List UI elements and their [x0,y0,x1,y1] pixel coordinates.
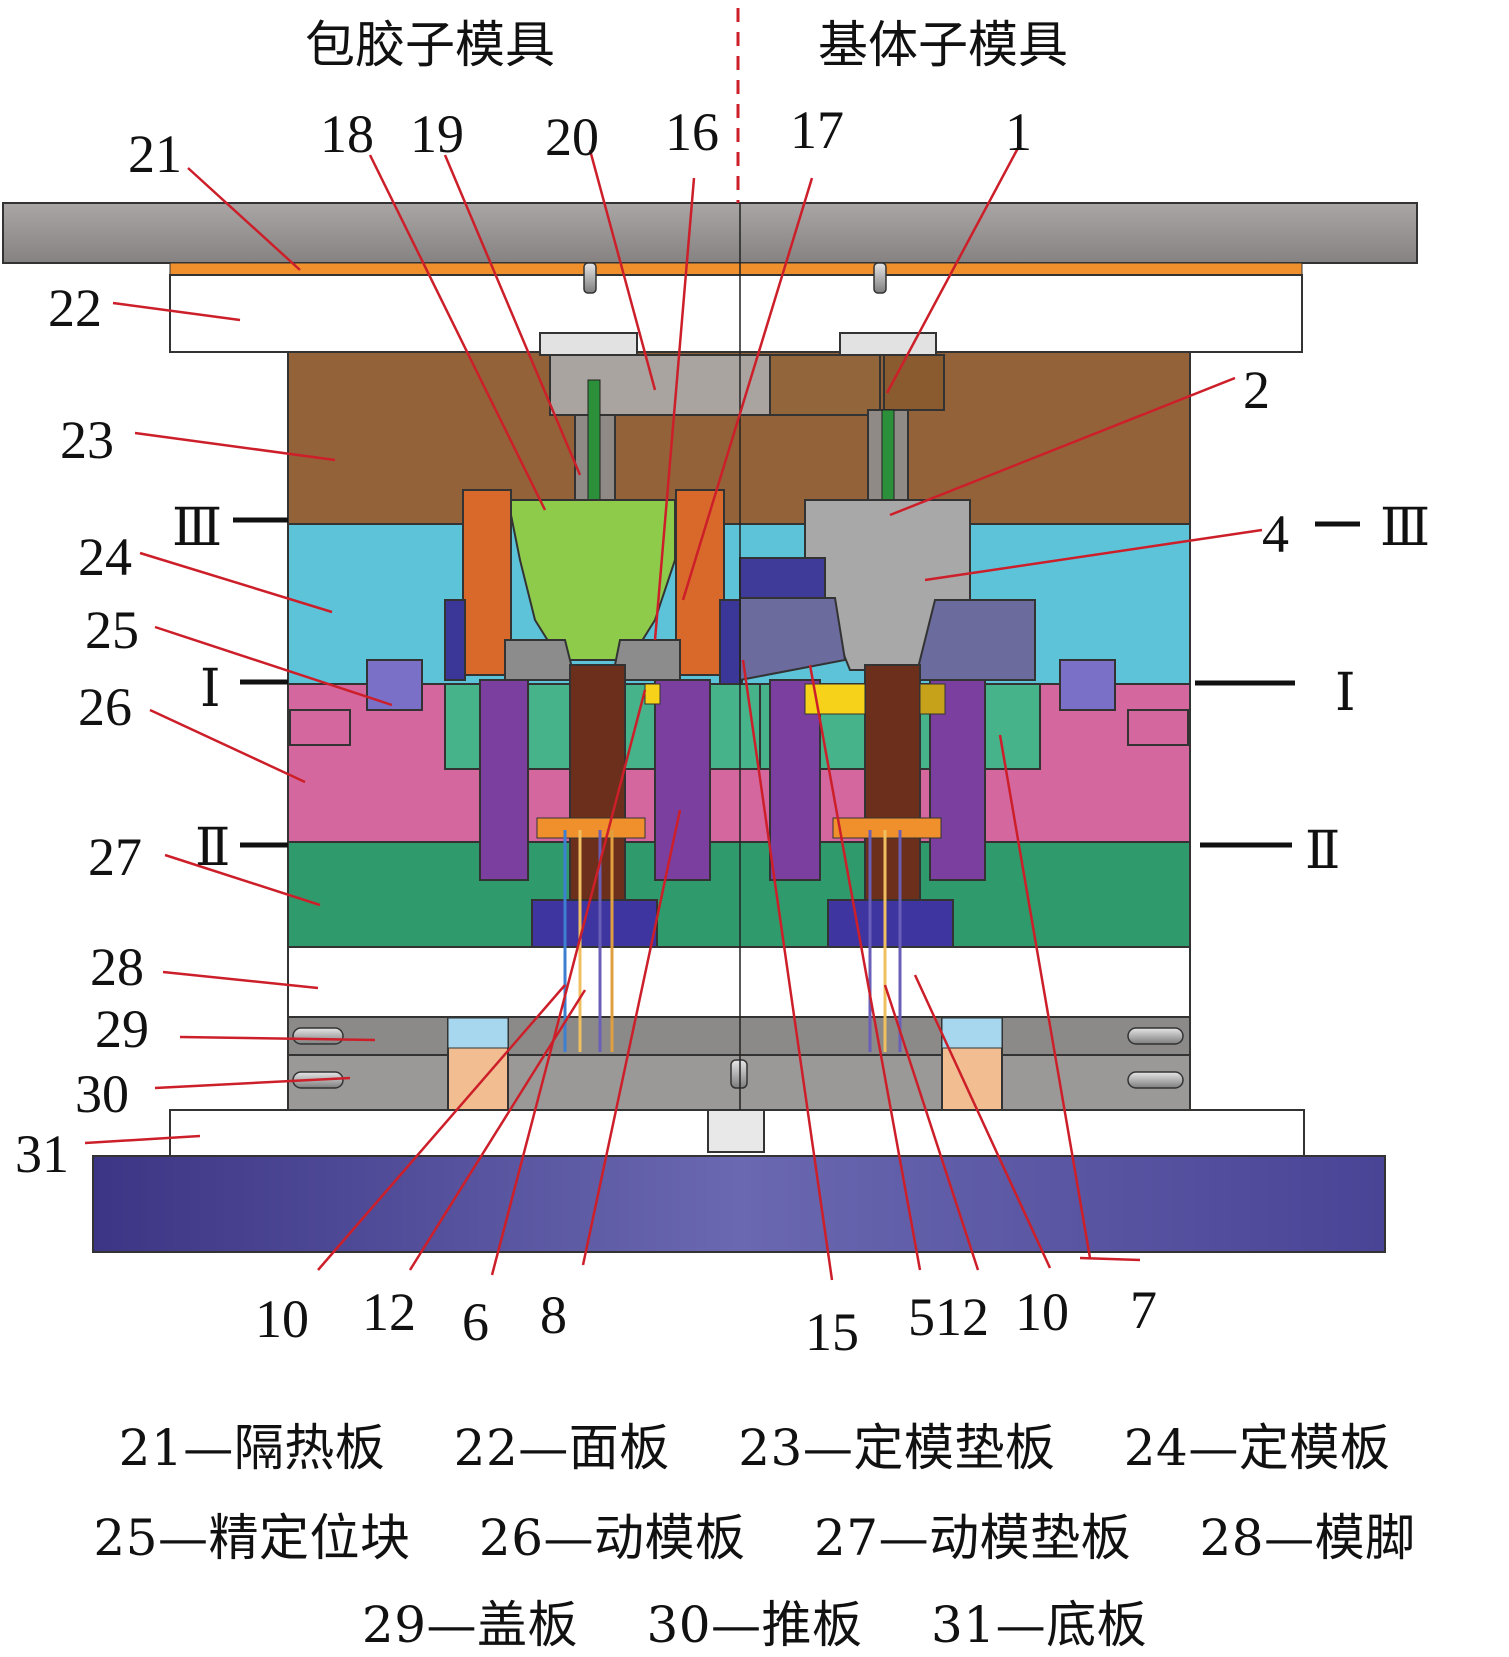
label-18: 18 [320,104,374,164]
label-17: 17 [790,100,844,160]
legend-item: 23—定模垫板 [738,1419,1056,1477]
parting-II-right: Ⅱ [1305,823,1340,880]
manifold-bracket [769,354,881,416]
support-pillar-right-top [941,1017,1003,1049]
label-21: 21 [128,124,182,184]
label-26: 26 [78,677,132,737]
sprue-bushing-block [539,332,638,356]
legend-item: 26—动模板 [478,1509,746,1567]
legend-item: 28—模脚 [1199,1509,1416,1567]
lifter-left-a [479,679,529,881]
bottom-plate [92,1155,1386,1253]
cover-plate [287,1016,1191,1056]
parting-II-left: Ⅱ [195,820,230,877]
orange-spacer-right [832,817,942,839]
locating-block-right [1059,659,1116,711]
label-23: 23 [60,410,114,470]
parting-line-markers [233,517,1360,848]
label-19: 19 [410,104,464,164]
label-29: 29 [95,999,149,1059]
label-7: 7 [1130,1280,1157,1340]
core-pin-left [569,664,626,901]
legend-item: 29—盖板 [361,1596,579,1654]
guide-slot-left [289,709,351,746]
label-6: 6 [462,1292,489,1352]
ejector-head-left [531,899,658,948]
yellow-insert-left [644,683,661,705]
label-4: 4 [1262,504,1289,564]
label-12-right: 12 [935,1287,989,1347]
support-pillar-left-top [447,1017,509,1049]
legend-item: 24—定模板 [1123,1419,1391,1477]
core-backing-plate [287,841,1191,948]
label-31: 31 [15,1124,69,1184]
legend-item: 21—隔热板 [118,1419,386,1477]
legend-row-3: 29—盖板 30—推板 31—底板 [0,1585,1509,1657]
label-27: 27 [88,827,142,887]
label-28: 28 [90,937,144,997]
slide-left-orange [462,489,512,676]
yellow-insert-right-2 [919,683,946,715]
label-1: 1 [1005,102,1032,162]
legend-row-2: 25—精定位块 26—动模板 27—动模垫板 28—模脚 [0,1498,1509,1570]
locating-block-left [366,659,423,711]
spacer-block [287,946,1191,1018]
parting-III-right: Ⅲ [1380,500,1430,557]
slide-right-orange [675,489,725,676]
label-8: 8 [540,1285,567,1345]
clamp-plate [169,274,1303,353]
orange-spacer-left [536,817,646,839]
label-24: 24 [78,527,132,587]
substrate-block-blue [739,557,826,599]
label-12-left: 12 [362,1282,416,1342]
header-substrate-submold: 基体子模具 [818,16,1068,74]
legend-item: 27—动模垫板 [813,1509,1132,1567]
insulation-plate [169,262,1303,276]
label-16: 16 [665,102,719,162]
purple-block-mid [719,599,743,686]
label-30: 30 [75,1064,129,1124]
top-plate [2,202,1418,264]
substrate-side-block [913,599,1036,681]
legend-item: 30—推板 [646,1596,863,1654]
purple-block-left [444,599,466,681]
parting-III-left: Ⅲ [172,500,222,557]
lifter-left-b [654,679,711,881]
label-5: 5 [908,1287,935,1347]
mold-cross-section-diagram: 包胶子模具 基体子模具 [2,8,1430,1362]
label-22: 22 [48,278,102,338]
center-bolt-head [707,1109,765,1153]
legend-item: 22—面板 [453,1419,670,1477]
leader-lines [84,147,1263,1281]
label-25: 25 [85,600,139,660]
header-overmold-submold: 包胶子模具 [305,16,555,74]
core-pin-right [864,664,921,901]
sprue-bushing-block-right [839,332,937,356]
label-2: 2 [1243,360,1270,420]
parting-I-right: Ⅰ [1335,665,1356,722]
label-10-left: 10 [255,1289,309,1349]
ejector-head-right [827,899,954,948]
label-20: 20 [545,107,599,167]
label-15: 15 [805,1302,859,1362]
wedge-left [504,639,577,681]
parting-I-left: Ⅰ [200,661,221,718]
guide-slot-right [1127,709,1189,746]
legend-item: 25—精定位块 [93,1509,411,1567]
label-10-right: 10 [1015,1282,1069,1342]
legend-row-1: 21—隔热板 22—面板 23—定模垫板 24—定模板 [0,1408,1509,1480]
legend-item: 31—底板 [930,1596,1148,1654]
